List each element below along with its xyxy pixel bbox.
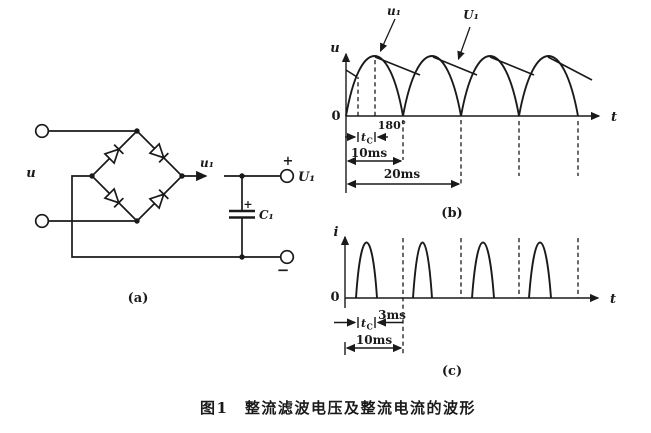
terminal-icon xyxy=(34,213,50,229)
chart-c-x-label: t xyxy=(610,292,616,307)
chart-b-tc-dimension xyxy=(345,132,388,142)
node-dot xyxy=(134,128,140,134)
panel-c-label: (c) xyxy=(442,364,462,379)
dim-10ms-label: 10ms xyxy=(351,146,387,160)
diode-icon xyxy=(148,189,169,210)
current-pulse-curve xyxy=(355,241,552,299)
voltage-waveform-panel: u 0 t u₁ U₁ 180° t C 10ms 20ms (b) xyxy=(330,4,617,221)
bridge-diodes xyxy=(103,142,169,210)
diode-icon xyxy=(148,142,169,163)
node-dot xyxy=(239,173,245,179)
current-waveform-panel: i 0 t t C 3ms 10ms (c) xyxy=(330,225,616,379)
dim-3ms-label: 3ms xyxy=(378,308,406,322)
dim-10ms-label: 10ms xyxy=(356,333,392,347)
node-dot xyxy=(179,173,185,179)
envelope-label-arrow xyxy=(457,26,471,61)
terminal-icon xyxy=(34,123,50,139)
chart-b-y-label: u xyxy=(330,41,339,56)
curve-label-arrow xyxy=(379,18,396,53)
circuit-rectified-label: u₁ xyxy=(200,156,214,170)
chart-b-dashed-guides xyxy=(357,59,579,184)
terminals xyxy=(34,123,295,265)
node-dot xyxy=(239,254,245,260)
junction-dots xyxy=(89,128,245,260)
chart-b-tc-label: t xyxy=(361,131,366,144)
dim-20ms-label: 20ms xyxy=(384,167,420,181)
output-plus-sign: + xyxy=(283,154,294,169)
envelope-label: U₁ xyxy=(463,8,479,22)
figure-caption: 图1 整流滤波电压及整流电流的波形 xyxy=(200,399,476,417)
chart-c-axes xyxy=(340,235,600,308)
output-voltage-label: U₁ xyxy=(298,170,315,185)
output-minus-sign: − xyxy=(277,261,290,279)
chart-b-origin-label: 0 xyxy=(331,109,340,124)
capacitor-icon xyxy=(229,209,255,219)
chart-c-dashed-guides xyxy=(402,238,579,354)
terminal-icon xyxy=(279,249,295,265)
conduction-angle-label: 180° xyxy=(378,119,406,132)
panel-a-label: (a) xyxy=(128,291,149,306)
rectified-voltage-curve xyxy=(345,55,579,117)
node-dot xyxy=(89,173,95,179)
bridge-diamond xyxy=(90,129,184,223)
chart-c-tc-subscript: C xyxy=(367,322,373,332)
chart-c-y-label: i xyxy=(334,225,339,240)
panel-b-label: (b) xyxy=(441,206,462,221)
filtered-voltage-envelope xyxy=(345,56,593,81)
capacitor-polarity-plus: + xyxy=(243,198,252,211)
chart-c-tc-dimension xyxy=(334,317,403,355)
circuit-input-label: u xyxy=(26,166,35,181)
chart-b-x-label: t xyxy=(611,110,617,125)
circuit-panel: u u₁ + C₁ + U₁ − (a) xyxy=(26,123,315,306)
capacitor-label: C₁ xyxy=(259,208,274,222)
curve-label: u₁ xyxy=(387,4,401,18)
chart-c-origin-label: 0 xyxy=(330,290,339,305)
terminal-icon xyxy=(279,168,295,184)
wire-ground-rail xyxy=(71,175,281,258)
chart-c-tc-label: t xyxy=(361,317,366,330)
diode-icon xyxy=(103,144,124,165)
chart-b-axes xyxy=(341,52,601,193)
node-dot xyxy=(134,218,140,224)
chart-b-tc-subscript: C xyxy=(367,136,373,146)
diode-icon xyxy=(103,187,124,208)
